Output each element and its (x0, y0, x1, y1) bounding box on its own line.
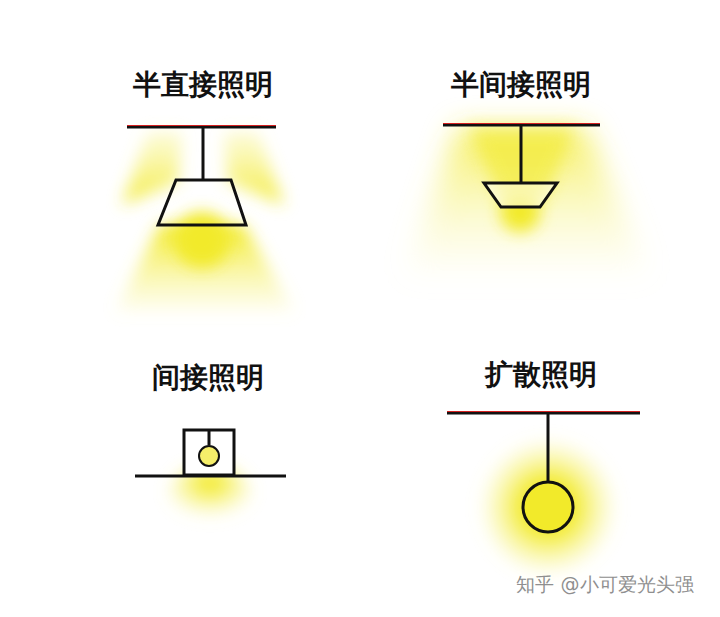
indirect-lamp (135, 430, 286, 525)
lighting-type-title: 半直接照明 (133, 66, 273, 104)
lighting-type-title: 半间接照明 (451, 66, 591, 104)
semi-indirect-lamp (405, 124, 650, 276)
semi-direct-lamp (115, 126, 295, 313)
lighting-type-title: 扩散照明 (485, 356, 597, 394)
lighting-type-title: 间接照明 (152, 359, 264, 397)
diffuse-lamp (447, 412, 640, 578)
watermark: 知乎 @小可爱光头强 (516, 572, 693, 598)
